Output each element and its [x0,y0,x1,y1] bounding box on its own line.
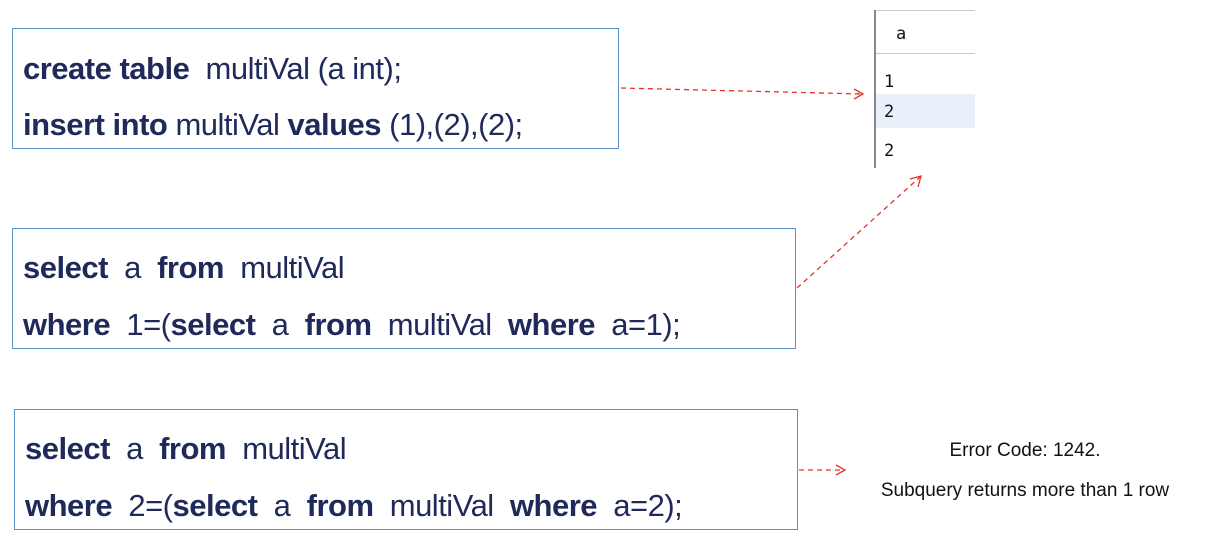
arrowhead-box1 [853,88,865,100]
arrow-box2-to-result [796,176,921,289]
keyword: select [25,431,110,466]
code-text: multiVal [167,107,288,142]
grid-cell: 1 [884,72,895,92]
column-header-label: a [896,24,907,44]
grid-cell: 2 [884,141,895,161]
code-text: a [109,431,160,466]
code-line-where: where 2=(select a from multiVal where a=… [25,488,683,524]
grid-row[interactable]: 1 [876,64,975,98]
grid-row-selected[interactable]: 2 [876,94,975,128]
keyword: where [23,307,111,342]
code-text: a [255,307,305,342]
code-line-select: select a from multiVal [23,250,345,286]
keyword: where [507,307,596,342]
code-text: a [107,250,158,285]
code-text: multiVal [226,431,347,466]
keyword: from [159,431,226,466]
keyword: where [509,488,598,523]
keyword: from [157,250,224,285]
select-where-2-code-box: select a from multiVal where 2=(select a… [14,409,798,530]
code-line-insert: insert into multiVal values (1),(2),(2); [23,107,523,143]
code-text: a=2); [597,488,683,523]
keyword: where [25,488,113,523]
keyword: from [306,488,374,523]
code-text: 2=( [112,488,173,523]
code-text: multiVal (a int); [189,51,402,86]
column-header-a[interactable]: a [874,10,975,54]
arrowhead-box2 [909,175,922,188]
error-code: Error Code: 1242. [949,440,1101,461]
code-text: multiVal [371,307,508,342]
code-text: a=1); [595,307,681,342]
keyword: create table [23,51,190,86]
code-text: multiVal [224,250,345,285]
keyword: select [170,307,256,342]
select-where-1-code-box: select a from multiVal where 1=(select a… [12,228,796,349]
code-text: 1=( [110,307,171,342]
grid-row-divider [874,10,876,168]
code-text: multiVal [373,488,510,523]
code-text: (1),(2),(2); [381,107,523,142]
keyword: values [287,107,382,142]
keyword: select [23,250,108,285]
arrow-box1-to-result [620,87,863,95]
grid-cell: 2 [884,102,895,122]
keyword: from [304,307,372,342]
code-line-create: create table multiVal (a int); [23,51,402,87]
arrowhead-box3 [835,464,847,476]
grid-row[interactable]: 2 [876,133,975,167]
code-text: a [257,488,307,523]
code-line-select: select a from multiVal [25,431,347,467]
keyword: insert into [23,107,168,142]
keyword: select [172,488,258,523]
create-insert-code-box: create table multiVal (a int); insert in… [12,28,619,149]
result-grid: a 1 2 2 [869,10,975,170]
code-line-where: where 1=(select a from multiVal where a=… [23,307,681,343]
error-description: Subquery returns more than 1 row [880,480,1170,501]
